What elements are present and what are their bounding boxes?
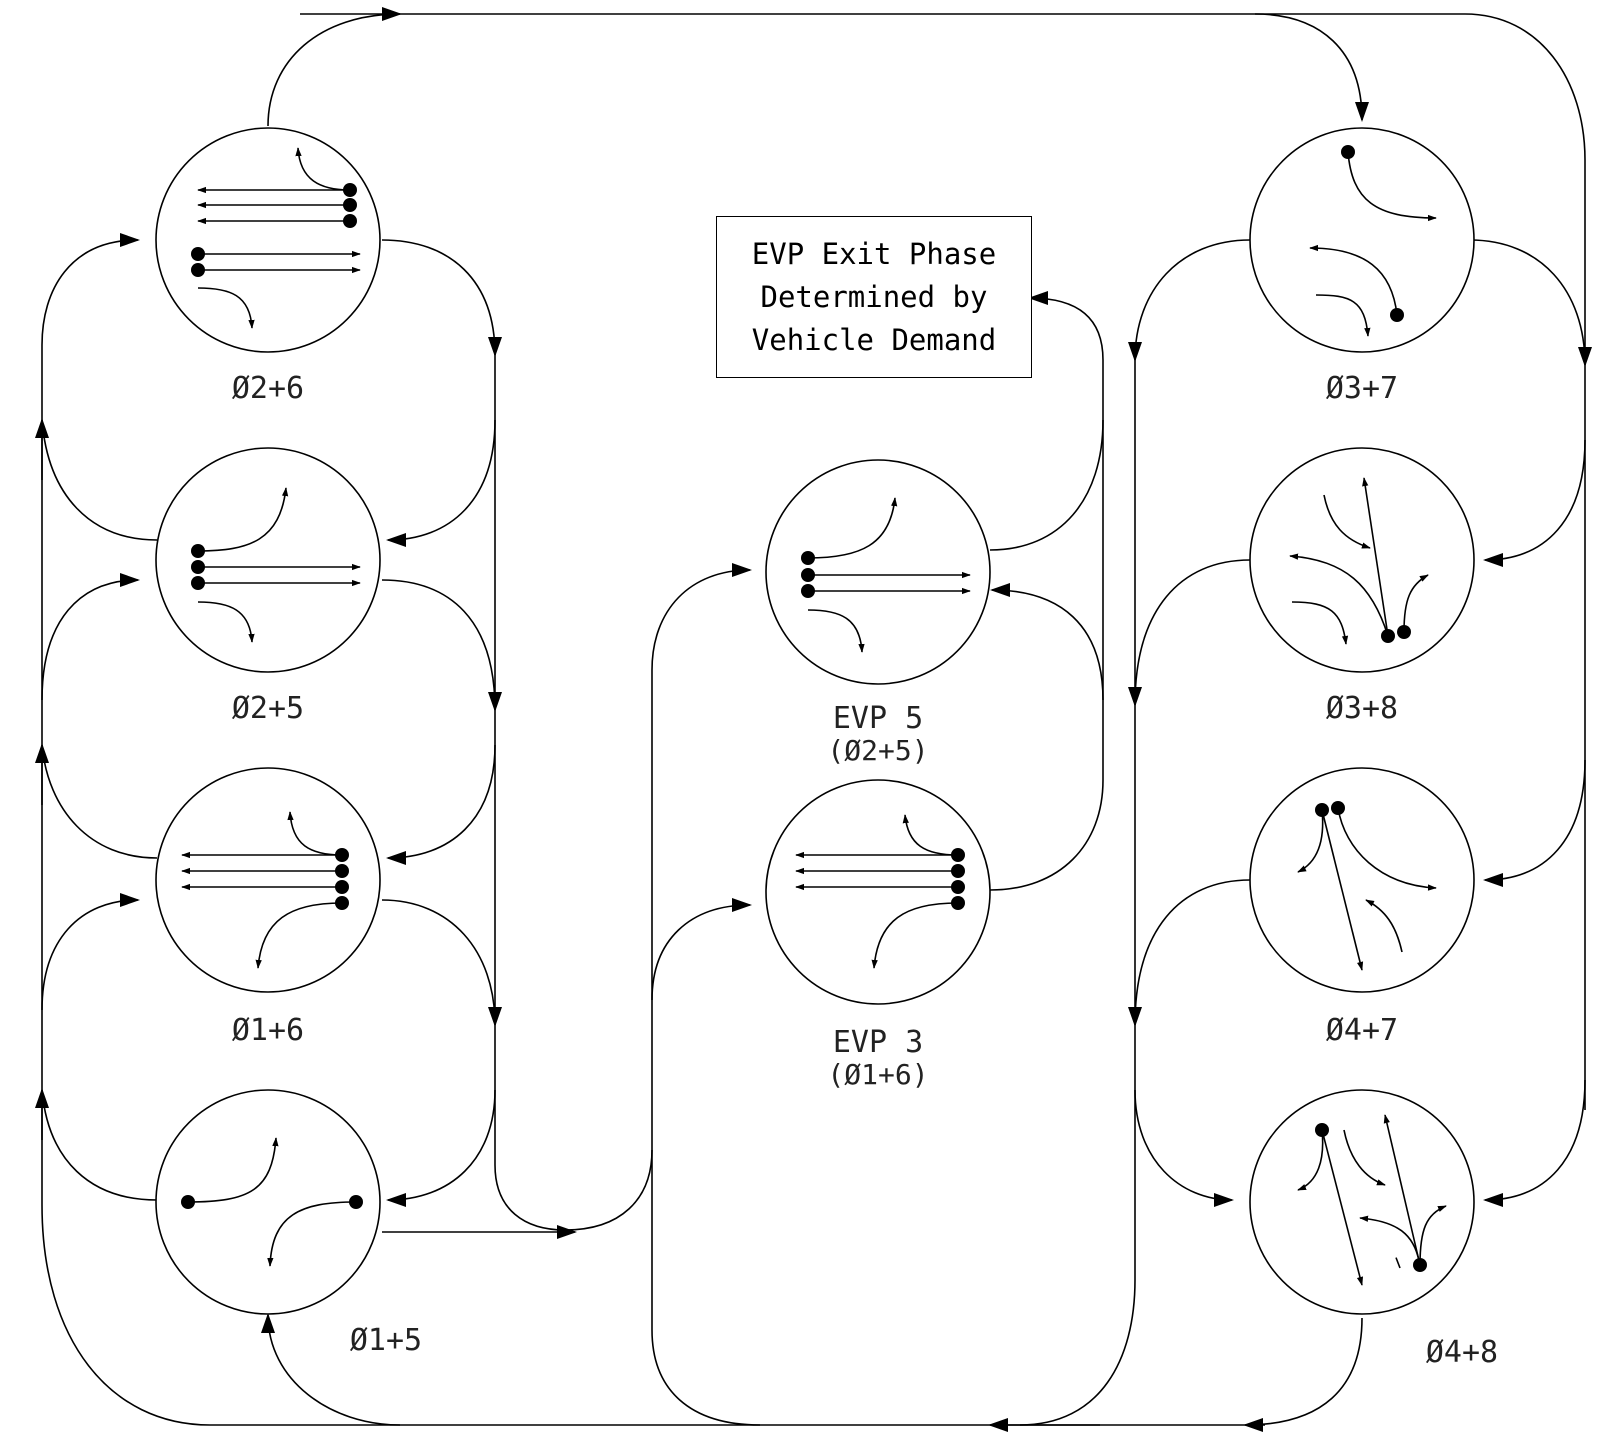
evp-exit-note: EVP Exit Phase Determined by Vehicle Dem… [716,216,1032,378]
wire-p16-right [381,899,502,1027]
phase-p16 [155,767,381,993]
wire-to-p15 [261,1313,401,1426]
wire-p37-left [1128,239,1251,362]
phase-evp3-circle [765,779,991,1005]
wire-evp3-out [989,779,1104,891]
phase-evp5-circle [765,459,991,685]
wire-p25-out [41,419,158,541]
wire-p37-right [1469,239,1592,367]
wire-to-p26 [41,233,140,346]
wire-p48-bottom [1243,1317,1363,1432]
wire-to-evp3 [651,898,752,1001]
wire-p47-left [1128,879,1251,1027]
phase-p26-circle [155,127,381,353]
wire-to-p25 [41,573,140,701]
phase-p15 [155,1089,381,1315]
wire-evp5-out [989,419,1104,551]
phase-evp3-sublabel: (Ø1+6) [827,1058,928,1091]
wire-to-evp5 [651,563,752,671]
evp-exit-note-line-3: Vehicle Demand [751,322,997,357]
wire-to-note [1028,291,1104,361]
wire-p25-right [381,579,502,712]
phase-p26-label: Ø2+6 [232,371,304,406]
wire-to-p16 [41,893,140,1011]
transition-wires [35,7,1592,1432]
phase-evp5-label: EVP 5 [833,701,923,736]
phase-p25-label: Ø2+5 [232,691,304,726]
phase-p26 [155,127,381,353]
wire-p26-right [381,239,502,357]
bottom-left-corner [41,1204,211,1426]
phase-p25-circle [155,447,381,673]
wire-p16-out [41,744,158,859]
phase-p38 [1249,447,1475,673]
evp-exit-note-line-2: Determined by [760,279,988,314]
phase-p38-circle [1249,447,1475,673]
right-col-bottom [1019,1279,1136,1426]
phase-evp3-label: EVP 3 [833,1025,923,1060]
phase-evp5-sublabel: (Ø2+5) [827,734,928,767]
wire-to-evp-rail [564,1149,653,1231]
wire-to-p25-right [386,419,496,547]
wire-to-p15-right [386,1089,496,1207]
phase-p48 [1249,1089,1475,1315]
wire-col-exit [494,1164,566,1231]
phase-p37-label: Ø3+7 [1326,371,1398,406]
phase-p37-circle [1249,127,1475,353]
phase-evp3 [765,779,991,1005]
phase-p48-circle [1249,1089,1475,1315]
phase-p15-circle [155,1089,381,1315]
phase-p25 [155,447,381,673]
phase-evp5 [765,459,991,685]
wire-to-p37 [1254,13,1369,122]
wire-p38-left [1128,559,1251,707]
phase-p47-circle [1249,767,1475,993]
wire-to-p16-right [386,744,496,865]
wire-to-p48-left [1134,1089,1234,1207]
phase-p48-label: Ø4+8 [1426,1335,1498,1370]
top-right-corner [1464,13,1586,161]
phase-p15-label: Ø1+5 [350,1323,422,1358]
evp-bottom-left [651,1329,761,1426]
wire-evp-loop [990,583,1104,701]
wire-to-p48-right [1483,1079,1586,1207]
wire-p15-out [41,1089,158,1201]
evp-exit-note-line-1: EVP Exit Phase [751,236,997,271]
phase-p47-label: Ø4+7 [1326,1013,1398,1048]
wire-to-p38-right [1483,439,1586,567]
phase-p38-label: Ø3+8 [1326,691,1398,726]
phase-p47 [1249,767,1475,993]
phase-p37 [1249,127,1475,353]
phase-p16-label: Ø1+6 [232,1013,304,1048]
wire-to-p47-right [1483,759,1586,887]
top-loop-left [267,13,401,127]
phase-p16-circle [155,767,381,993]
